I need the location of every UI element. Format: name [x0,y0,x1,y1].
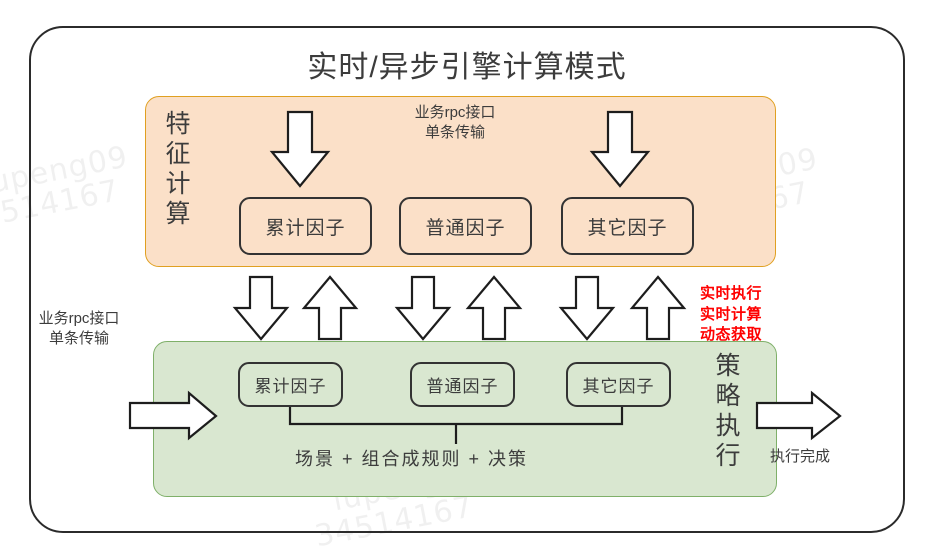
green-box-normal-factor[interactable]: 普通因子 [410,362,515,407]
green-box-cumulative-factor[interactable]: 累计因子 [238,362,343,407]
orange-box-cumulative-factor[interactable]: 累计因子 [239,197,372,255]
realtime-red-note: 实时执行 实时计算 动态获取 [700,285,763,344]
feature-compute-label: 特征计算 [162,110,190,230]
diagram-outer-frame [29,26,905,533]
orange-box-normal-factor[interactable]: 普通因子 [399,197,532,255]
rpc-left-note: 业务rpc接口 单条传输 [38,310,120,348]
execution-complete-note: 执行完成 [770,448,831,465]
green-box-other-factor[interactable]: 其它因子 [566,362,671,407]
strategy-execute-label: 策略执行 [712,352,740,472]
page-title: 实时/异步引擎计算模式 [307,51,627,84]
orange-box-other-factor[interactable]: 其它因子 [561,197,694,255]
combine-rule-text: 场景 + 组合成规则 + 决策 [295,449,529,469]
rpc-top-note: 业务rpc接口 单条传输 [414,104,496,142]
